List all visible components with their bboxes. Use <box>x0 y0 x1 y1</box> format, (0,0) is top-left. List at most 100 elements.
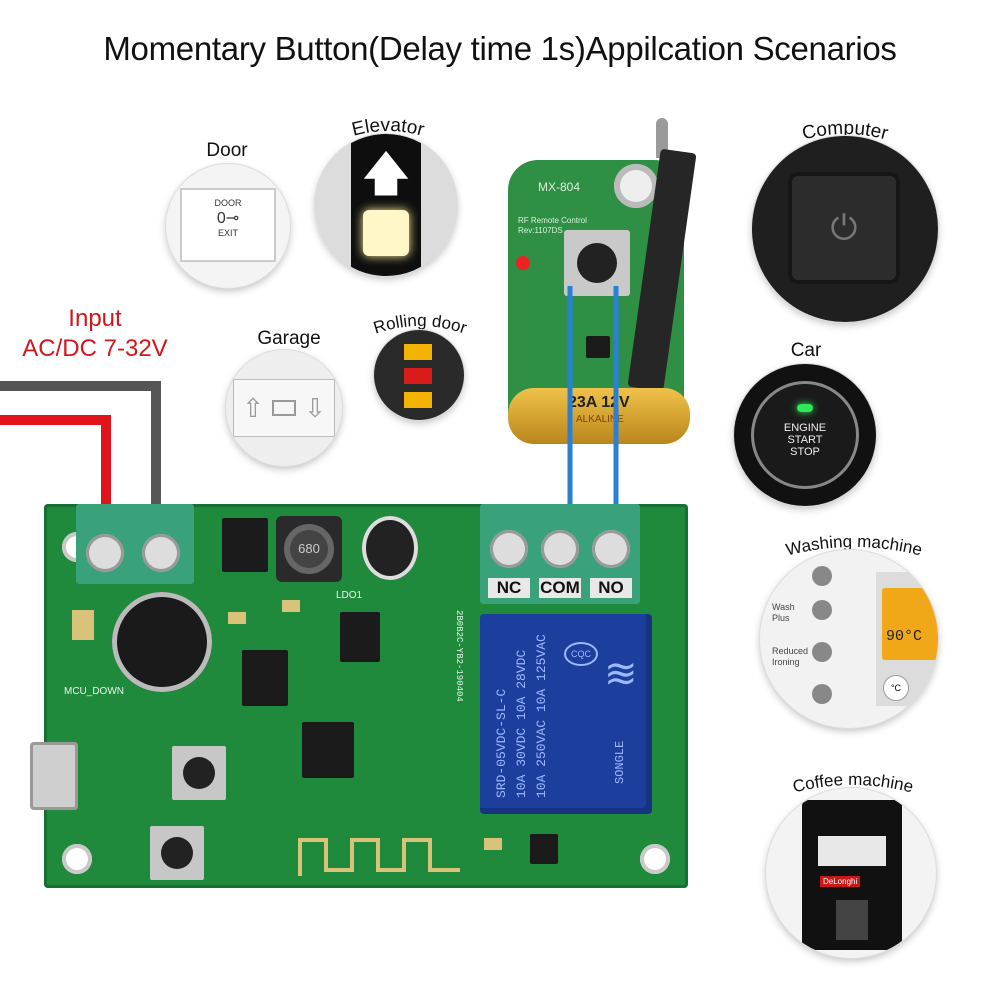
terminal-com: COM <box>539 578 581 598</box>
engine-line1: ENGINE <box>783 422 827 434</box>
door-image: DOOR 0⊸ EXIT <box>166 164 290 288</box>
wash-display: 90°C <box>882 588 938 660</box>
input-line2: AC/DC 7-32V <box>22 335 168 362</box>
smd-pad <box>228 612 246 624</box>
chip-main <box>242 650 288 706</box>
garage-panel: ⇧ ⇩ <box>234 380 334 436</box>
screw-icon <box>142 534 180 572</box>
power-icon: ⏻ <box>830 209 858 247</box>
tact-button-top <box>172 746 226 800</box>
songle-logo-icon: ≋ <box>604 652 638 696</box>
wash-temp-button: °C <box>884 676 908 700</box>
screw-icon <box>541 530 579 568</box>
mount-hole <box>640 844 670 874</box>
antenna-tip <box>656 118 668 158</box>
coffee-body: DeLonghi <box>802 800 902 950</box>
tact-button-cap <box>183 757 215 789</box>
screw-icon <box>86 534 124 572</box>
elevator-image: 🡅 <box>315 134 457 276</box>
wash-knob-4 <box>812 684 832 704</box>
relay: SRD-05VDC-SL-C 10A 30VDC 10A 28VDC 10A 2… <box>480 614 652 814</box>
input-label: Input AC/DC 7-32V <box>10 304 180 364</box>
antenna-trace-path <box>298 838 460 876</box>
wash-display-value: 90°C <box>886 628 923 645</box>
elevator-button <box>363 210 409 256</box>
coffee-spout <box>836 900 868 940</box>
led-icon <box>516 256 530 270</box>
chip-u1 <box>222 518 268 572</box>
power-key: ⏻ <box>788 172 900 284</box>
micro-usb-port <box>30 742 78 810</box>
car-image: ENGINE START STOP <box>734 364 876 506</box>
red-wire <box>0 415 111 540</box>
remote-button-down <box>404 392 432 408</box>
battery: 23A 12V ALKALINE <box>508 388 690 444</box>
engine-start-button: ENGINE START STOP <box>754 384 856 486</box>
coffee-image: DeLonghi <box>766 788 936 958</box>
input-line1: Input <box>68 305 122 332</box>
wash-opt3: Reduced <box>772 646 809 656</box>
door-plate: DOOR 0⊸ EXIT <box>182 190 274 260</box>
arrow-up-icon: ⇧ <box>242 393 264 423</box>
smd-pad <box>72 610 94 640</box>
engine-text: ENGINE START STOP <box>754 422 856 458</box>
remote-chip <box>586 336 610 358</box>
relay-terminal-block: NC COM NO <box>480 504 640 604</box>
remote-button-up <box>404 344 432 360</box>
wash-opt4: Ironing <box>772 657 800 667</box>
wash-knob-2 <box>812 600 832 620</box>
status-led-icon <box>797 404 813 412</box>
screw-icon <box>592 530 630 568</box>
wifi-chip <box>302 722 354 778</box>
smd-pad <box>484 838 502 850</box>
engine-line3: STOP <box>790 446 820 458</box>
engine-line2: START <box>787 434 823 446</box>
arrow-up-icon: 🡅 <box>361 148 411 201</box>
screw-icon <box>490 530 528 568</box>
remote-line1: RF Remote Control <box>518 216 587 225</box>
arrow-down-icon: ⇩ <box>304 393 326 423</box>
relay-badge: CQC <box>566 644 596 664</box>
relay-brand: SONGLE <box>613 740 627 784</box>
wash-opt1: Wash <box>772 602 795 612</box>
tact-button-bottom <box>150 826 204 880</box>
board-serial: 2B0B2C-YB2-190404 <box>454 610 464 702</box>
remote-button-stop <box>404 368 432 384</box>
key-icon: 0⊸ <box>216 210 240 227</box>
wash-knob-3 <box>812 642 832 662</box>
garage-image: ⇧ ⇩ <box>226 350 342 466</box>
relay-pcb: NC COM NO SRD-05VDC-SL-C 10A 30VDC 10A 2… <box>30 504 688 888</box>
remote-model: MX-804 <box>538 180 581 194</box>
inductor: 680 <box>276 516 342 582</box>
pcb-antenna-trace <box>298 838 460 876</box>
terminal-no: NO <box>590 578 632 598</box>
gray-wire <box>0 381 161 540</box>
regulator-chip <box>340 612 380 662</box>
relay-line-3: 10A 250VAC 10A 125VAC <box>534 634 549 798</box>
ldo-label: LDO1 <box>336 590 363 601</box>
capacitor-large <box>112 592 212 692</box>
tact-button-cap <box>577 243 617 283</box>
relay-line-2: 10A 30VDC 10A 28VDC <box>514 649 529 798</box>
input-terminal-block <box>76 504 194 584</box>
door-plate-top: DOOR <box>214 198 242 208</box>
mcu-label: MCU_DOWN <box>64 686 124 697</box>
transistor <box>530 834 558 864</box>
computer-image: ⏻ <box>752 136 938 322</box>
smd-pad <box>282 600 300 612</box>
page-title: Momentary Button(Delay time 1s)Appilcati… <box>103 30 897 67</box>
coffee-panel <box>818 836 886 866</box>
mount-hole <box>62 844 92 874</box>
remote-line2: Rev:1107DS <box>518 226 563 235</box>
wash-control-panel: 90°C °C <box>876 572 938 706</box>
washing-image: Wash Plus Reduced Ironing 90°C °C <box>760 550 938 728</box>
relay-line-1: SRD-05VDC-SL-C <box>494 688 509 798</box>
wires <box>0 381 161 540</box>
terminal-nc: NC <box>488 578 530 598</box>
remote-tact-switch <box>564 230 630 296</box>
inductor-label: 680 <box>284 524 334 574</box>
wash-knob-1 <box>812 566 832 586</box>
door-plate-bottom: EXIT <box>217 228 238 238</box>
door-label: Door <box>206 140 248 161</box>
garage-label: Garage <box>257 328 321 349</box>
